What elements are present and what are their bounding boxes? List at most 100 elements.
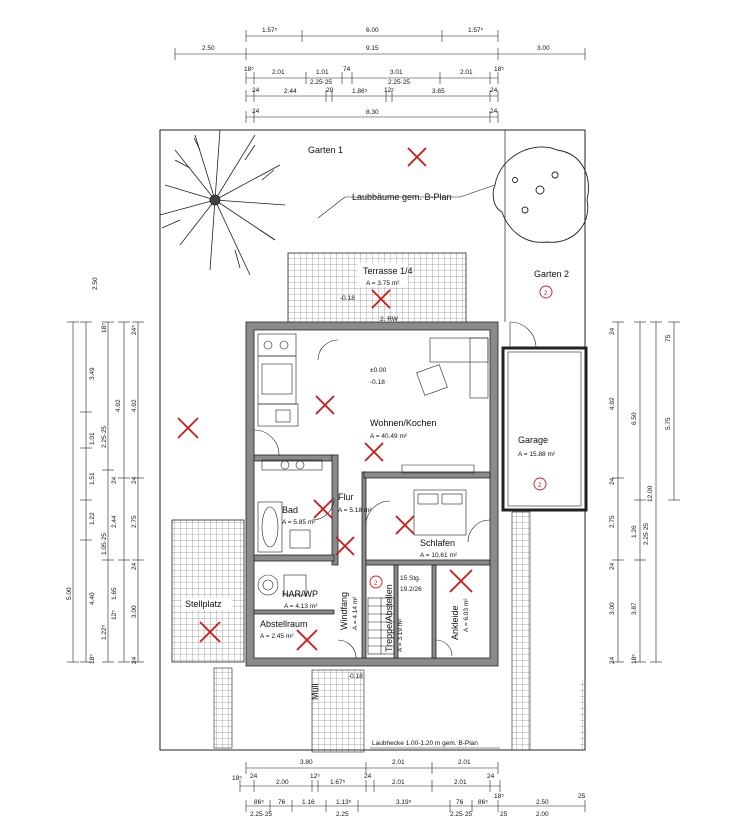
dim-top-2a: 2.50: [202, 45, 215, 52]
dim-left-12-5: 12⁵: [111, 610, 118, 620]
dim-top-5a: 24: [252, 108, 260, 115]
area-flur: A = 5.18 m²: [338, 507, 372, 514]
area-ankleide: A = 6.03 m²: [463, 598, 470, 632]
label-windfang: Windfang: [339, 592, 349, 630]
label-garten2: Garten 2: [534, 269, 569, 279]
dim-top-1c: 1.57⁵: [468, 27, 484, 34]
dim-left-24a: 24: [131, 476, 138, 484]
bottom-dimension-labels: 3.80 2.01 2.01 18⁵ 24 2.00 12⁵ 1.67⁵ 24 …: [232, 759, 586, 818]
dim-bot-3g: 86⁵: [478, 799, 488, 806]
dim-bot-3f: 76: [456, 799, 464, 806]
label-laubhecke: Laubhecke 1.00-1.20 m gem. B-Plan: [372, 740, 478, 747]
dim-left-2-75: 2.75: [131, 515, 138, 528]
left-dimensions: [67, 321, 144, 663]
label-flur: Flur: [338, 492, 354, 502]
dim-left-3-00: 3.00: [131, 605, 138, 618]
area-treppe: A = 3.19 m²: [397, 618, 404, 652]
area-terrasse: A = 3.75 m²: [366, 280, 400, 287]
dim-right-18: 18⁵: [631, 654, 638, 664]
area-bad: A = 5.85 m²: [282, 519, 316, 526]
kitchen-furniture: [253, 333, 323, 471]
dim-left-18: 18⁵: [89, 654, 96, 664]
top-dimension-labels: 1.57⁵ 6.00 1.57⁵ 2.50 9.15 3.00 18⁵ 2.01…: [202, 27, 550, 116]
dim-bot-1b: 2.01: [392, 759, 405, 766]
walkway-path: [213, 511, 585, 753]
dim-top-3i: 2.25·25: [388, 79, 410, 86]
area-wohnen: A = 40.49 m²: [370, 433, 408, 440]
label-schlafen: Schlafen: [420, 538, 455, 548]
area-windfang: A = 4.14 m²: [352, 596, 359, 630]
dim-right-12-00: 12.00: [647, 485, 654, 502]
circle-num-garden2: 2: [544, 291, 548, 297]
dim-bot-4c: 2.25·25: [450, 811, 472, 818]
dim-top-3f: 2.01: [460, 69, 473, 76]
dim-left-1-05: 1.05·25: [101, 533, 108, 555]
dim-top-1b: 6.00: [366, 27, 379, 34]
garage: [501, 321, 588, 512]
dim-bot-4e: 2.00: [536, 811, 549, 818]
dim-right-24d: 24: [609, 656, 616, 664]
label-wohnen: Wohnen/Kochen: [370, 418, 436, 428]
dim-top-3c: 1.01: [316, 69, 329, 76]
dim-left-2-25: 2.25·25: [101, 426, 108, 448]
dim-bot-2a: 18⁵: [232, 775, 242, 782]
dim-left-1-01: 1.01: [89, 432, 96, 445]
dim-bot-3a: 86⁵: [254, 799, 264, 806]
house-walls: [245, 321, 499, 667]
label-bad: Bad: [282, 505, 298, 515]
stairs: [367, 597, 395, 655]
level-inside: -0.18: [370, 379, 385, 386]
dim-right-3-00: 3.00: [609, 602, 616, 615]
dim-right-24a: 24: [609, 327, 616, 335]
dim-top-4e: 12⁵: [384, 87, 394, 94]
dim-top-3a: 18⁵: [244, 66, 254, 73]
dim-left-4-92: 4.92: [115, 399, 122, 412]
dim-bot-3d: 1.13⁵: [336, 799, 352, 806]
level-terrace: -0.18: [340, 295, 355, 302]
dim-top-3e: 3.01: [390, 69, 403, 76]
dim-left-3-49: 3.49: [89, 367, 96, 380]
label-abstell: Abstellraum: [260, 619, 308, 629]
area-schlafen: A = 10.61 m²: [420, 552, 458, 559]
dim-top-2b: 9.15: [366, 45, 379, 52]
dim-bot-2f: 24: [364, 773, 372, 780]
dim-top-4b: 2.44: [284, 88, 297, 95]
removal-marks: [177, 147, 473, 651]
area-garage: A = 15.88 m²: [518, 451, 556, 458]
dim-bot-3c: 1.16: [302, 799, 315, 806]
dim-left-24b: 24: [131, 656, 138, 664]
dim-left-24d: 24: [131, 562, 138, 570]
dim-bot-2g: 2.01: [392, 779, 405, 786]
label-stairs: 15 Stg.: [400, 575, 421, 582]
label-har: HAR/WP: [282, 589, 318, 599]
label-ankleide: Ankleide: [450, 605, 460, 640]
dim-right-24c: 24: [609, 562, 616, 570]
dim-left-18b: 18⁵: [101, 323, 108, 333]
label-laubbaeume: Laubbäume gem. B-Plan: [352, 192, 452, 202]
sofa: [401, 337, 489, 474]
level-zero: ±0.00: [370, 367, 387, 374]
circle-numbers: 2 2 2: [374, 291, 548, 587]
dim-left-1-22b: 1.22⁵: [101, 624, 108, 640]
dim-left-1-65: 1.65: [111, 587, 118, 600]
dim-bot-2b: 24: [250, 773, 258, 780]
dim-bot-3h: 2.50: [536, 799, 549, 806]
area-abstell: A = 2.45 m²: [260, 633, 294, 640]
room-labels: Garten 1 Garten 2 Laubbäume gem. B-Plan …: [185, 145, 569, 747]
deciduous-tree-right: [492, 146, 589, 243]
terrace-label-bg: [358, 263, 408, 287]
circle-num-flur: 2: [374, 581, 378, 587]
dim-top-3b: 2.01: [272, 69, 285, 76]
dim-left-4-92b: 4.92: [131, 399, 138, 412]
dim-left-1-22: 1.22: [89, 512, 96, 525]
dim-top-5c: 24: [490, 108, 498, 115]
dim-bot-4b: 2.25: [336, 811, 349, 818]
dim-top-4f: 3.65: [432, 88, 445, 95]
annotation-leaders: [317, 184, 500, 749]
dim-left-24c: 24: [111, 476, 118, 484]
dim-bot-4d: 25: [500, 811, 508, 818]
stellplatz-label-bg: [182, 598, 232, 610]
dim-bot-2j: 18⁵: [494, 793, 504, 800]
top-dimensions: [174, 30, 586, 123]
